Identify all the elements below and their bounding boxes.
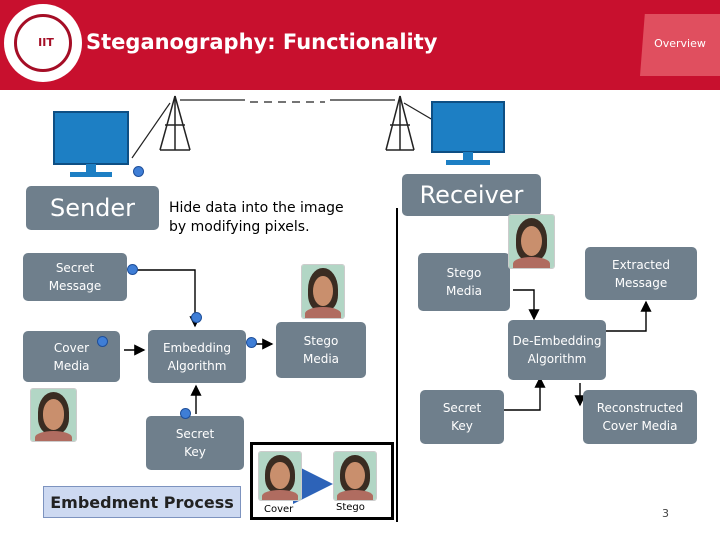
receiver-computer-icon <box>431 101 505 165</box>
slide-title: Steganography: Functionality <box>86 30 438 54</box>
receiver-stego-thumbnail <box>508 214 555 269</box>
overview-tab[interactable] <box>640 14 720 76</box>
sender-computer-icon <box>53 111 129 177</box>
header-bar <box>0 0 720 90</box>
left-antenna-icon <box>159 95 191 151</box>
secret-message-dot <box>127 264 138 275</box>
comparison-cover-image <box>258 451 302 501</box>
caption-text: Hide data into the image by modifying pi… <box>169 200 344 235</box>
comparison-stego-image <box>333 451 377 501</box>
de-embedding-algorithm-box: De-Embedding Algorithm <box>508 320 606 380</box>
embedding-algorithm-box: Embedding Algorithm <box>148 330 246 383</box>
secret-message-box: Secret Message <box>23 253 127 301</box>
comparison-cover-label: Cover <box>264 504 294 515</box>
cover-image-thumbnail <box>30 388 77 442</box>
stego-media-box-right: Stego Media <box>418 253 510 311</box>
logo-ring: IIT <box>14 14 72 72</box>
embedding-input-dot <box>191 312 202 323</box>
embedding-output-dot <box>246 337 257 348</box>
comparison-panel <box>250 442 394 520</box>
stego-media-box-left: Stego Media <box>276 322 366 378</box>
reconstructed-cover-media-box: Reconstructed Cover Media <box>583 390 697 444</box>
comparison-stego-label: Stego <box>336 502 365 513</box>
institute-logo: IIT <box>4 4 82 82</box>
embedment-process-label: Embedment Process <box>43 486 241 518</box>
sender-box: Sender <box>26 186 159 230</box>
receiver-box: Receiver <box>402 174 541 216</box>
overview-tab-label[interactable]: Overview <box>654 37 706 50</box>
extracted-message-box: Extracted Message <box>585 247 697 300</box>
secret-key-dot <box>180 408 191 419</box>
right-antenna-icon <box>385 95 415 151</box>
stego-image-thumbnail <box>301 264 345 319</box>
cover-media-dot <box>97 336 108 347</box>
cover-media-box: Cover Media <box>23 331 120 382</box>
logo-text: IIT <box>38 36 54 49</box>
page-number: 3 <box>662 507 669 520</box>
secret-key-box-right: Secret Key <box>420 390 504 444</box>
secret-key-box-left: Secret Key <box>146 416 244 470</box>
sender-link-dot <box>133 166 144 177</box>
